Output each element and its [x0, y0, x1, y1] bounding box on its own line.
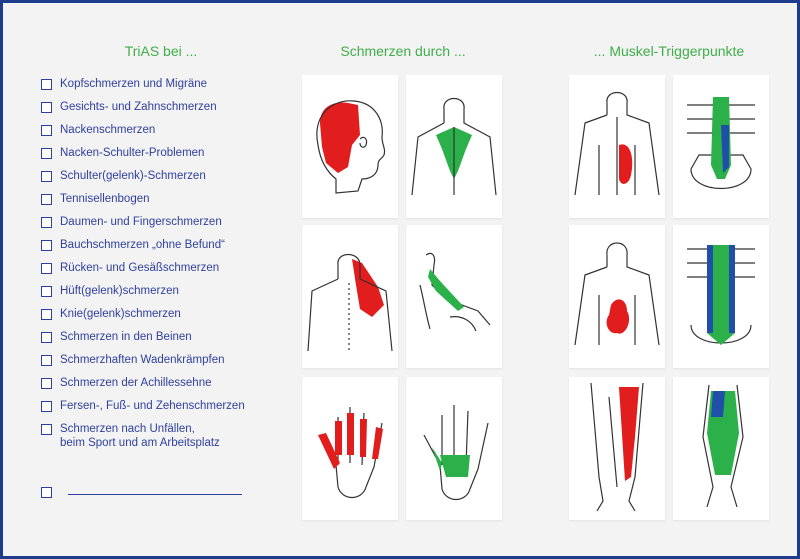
checklist-item[interactable]: Kopfschmerzen und Migräne [41, 77, 281, 100]
checklist-label: Schmerzen nach Unfällen, beim Sport und a… [60, 422, 220, 450]
checkbox[interactable] [41, 332, 52, 343]
checklist-label: Schulter(gelenk)-Schmerzen [60, 170, 206, 182]
checklist-label-line: Schmerzen nach Unfällen, [60, 423, 195, 435]
illustration-neck-shoulder-pain [302, 225, 398, 368]
checklist-label: Fersen-, Fuß- und Zehenschmerzen [60, 400, 245, 412]
illustration-back-pain [569, 75, 665, 218]
checklist-item[interactable]: Daumen- und Fingerschmerzen [41, 215, 281, 238]
checklist-label: Kopfschmerzen und Migräne [60, 78, 208, 90]
checklist-label: Knie(gelenk)schmerzen [60, 308, 181, 320]
column-title-pain: Schmerzen durch ... [340, 43, 466, 59]
checklist-item[interactable]: Schmerzen in den Beinen [41, 330, 281, 353]
column-title-trias: TriAS bei ... [124, 43, 198, 59]
indication-checklist: Kopfschmerzen und Migräne Gesichts- und … [41, 77, 281, 478]
illustration-calf-muscle [673, 377, 769, 520]
checkbox[interactable] [41, 286, 52, 297]
checkbox[interactable] [41, 378, 52, 389]
checklist-label: Rücken- und Gesäßschmerzen [60, 262, 220, 274]
checkbox[interactable] [41, 217, 52, 228]
checklist-item[interactable]: Hüft(gelenk)schmerzen [41, 284, 281, 307]
checklist-item[interactable]: Bauchschmerzen „ohne Befund“ [41, 238, 281, 261]
checkbox[interactable] [41, 125, 52, 136]
checklist-item[interactable]: Rücken- und Gesäßschmerzen [41, 261, 281, 284]
checklist-item[interactable]: Nacken-Schulter-Problemen [41, 146, 281, 169]
checkbox[interactable] [41, 240, 52, 251]
custom-entry[interactable] [41, 485, 242, 498]
illustration-neck-muscle-side [406, 225, 502, 368]
illustration-abdominal-pain [569, 225, 665, 368]
checklist-item[interactable]: Fersen-, Fuß- und Zehenschmerzen [41, 399, 281, 422]
checklist-item[interactable]: Schmerzhaften Wadenkrämpfen [41, 353, 281, 376]
checklist-item[interactable]: Schulter(gelenk)-Schmerzen [41, 169, 281, 192]
checklist-item[interactable]: Nackenschmerzen [41, 123, 281, 146]
checkbox[interactable] [41, 102, 52, 113]
checklist-item[interactable]: Tennisellenbogen [41, 192, 281, 215]
checkbox[interactable] [41, 79, 52, 90]
checkbox[interactable] [41, 171, 52, 182]
checkbox[interactable] [41, 487, 52, 498]
checklist-label: Schmerzhaften Wadenkrämpfen [60, 354, 225, 366]
checklist-item[interactable]: Schmerzen nach Unfällen, beim Sport und a… [41, 422, 281, 478]
illustration-back-muscle [673, 75, 769, 218]
column-title-triggerpoints: ... Muskel-Triggerpunkte [593, 43, 745, 59]
illustration-neck-back-muscle [406, 75, 502, 218]
illustration-head-pain [302, 75, 398, 218]
checkbox[interactable] [41, 355, 52, 366]
write-in-line[interactable] [68, 494, 242, 495]
illustration-hand-muscle [406, 377, 502, 520]
illustration-leg-pain [569, 377, 665, 520]
checkbox[interactable] [41, 309, 52, 320]
checklist-label: Schmerzen in den Beinen [60, 331, 192, 343]
checklist-label: Schmerzen der Achillessehne [60, 377, 212, 389]
checklist-label: Bauchschmerzen „ohne Befund“ [60, 239, 225, 251]
illustration-hand-pain [302, 377, 398, 520]
checklist-label: Hüft(gelenk)schmerzen [60, 285, 179, 297]
checklist-item[interactable]: Schmerzen der Achillessehne [41, 376, 281, 399]
checklist-label: Nackenschmerzen [60, 124, 156, 136]
checkbox[interactable] [41, 401, 52, 412]
checkbox[interactable] [41, 424, 52, 435]
illustration-abdominal-muscle [673, 225, 769, 368]
checklist-label: Gesichts- und Zahnschmerzen [60, 101, 217, 113]
checklist-item[interactable]: Gesichts- und Zahnschmerzen [41, 100, 281, 123]
checklist-label: Nacken-Schulter-Problemen [60, 147, 205, 159]
checklist-label-line: beim Sport und am Arbeitsplatz [60, 437, 220, 449]
checklist-label: Daumen- und Fingerschmerzen [60, 216, 222, 228]
checkbox[interactable] [41, 148, 52, 159]
checkbox[interactable] [41, 263, 52, 274]
checklist-label: Tennisellenbogen [60, 193, 150, 205]
checkbox[interactable] [41, 194, 52, 205]
checklist-item[interactable]: Knie(gelenk)schmerzen [41, 307, 281, 330]
